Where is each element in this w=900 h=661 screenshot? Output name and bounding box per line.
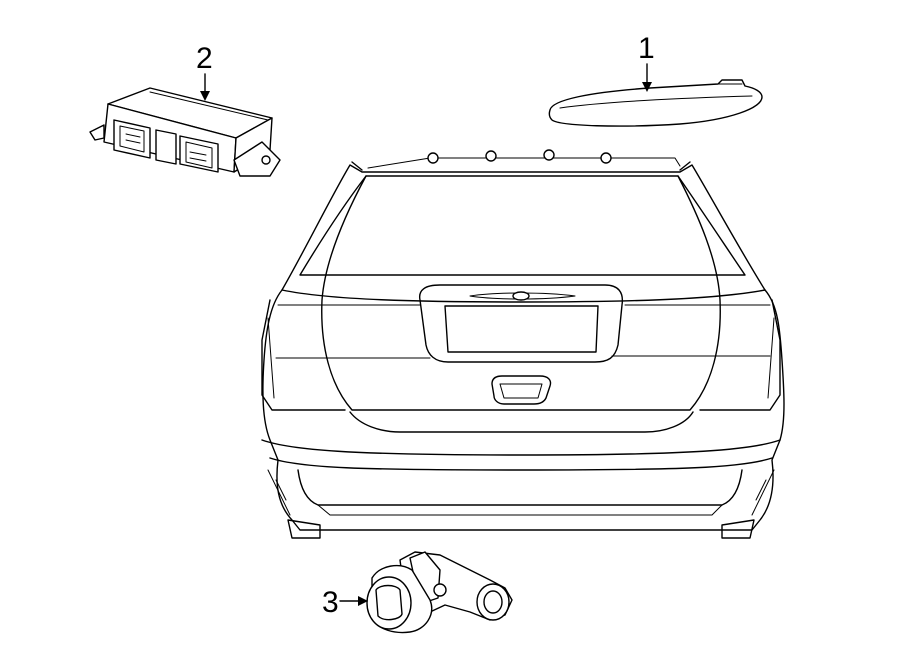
vehicle-rear (261, 149, 785, 539)
callout-2-label: 2 (196, 42, 213, 75)
callout-2: 2 (196, 42, 213, 101)
callout-3-label: 3 (322, 586, 339, 619)
callout-1-label: 1 (638, 32, 655, 65)
callout-3: 3 (322, 586, 368, 619)
park-assist-sensor (366, 551, 513, 634)
callout-1-arrow-icon (642, 82, 652, 92)
high-mount-stop-lamp (548, 79, 763, 127)
park-assist-control-module (89, 87, 281, 177)
callout-1: 1 (638, 32, 655, 92)
callout-2-arrow-icon (200, 91, 210, 101)
callout-3-arrow-icon (358, 596, 368, 606)
